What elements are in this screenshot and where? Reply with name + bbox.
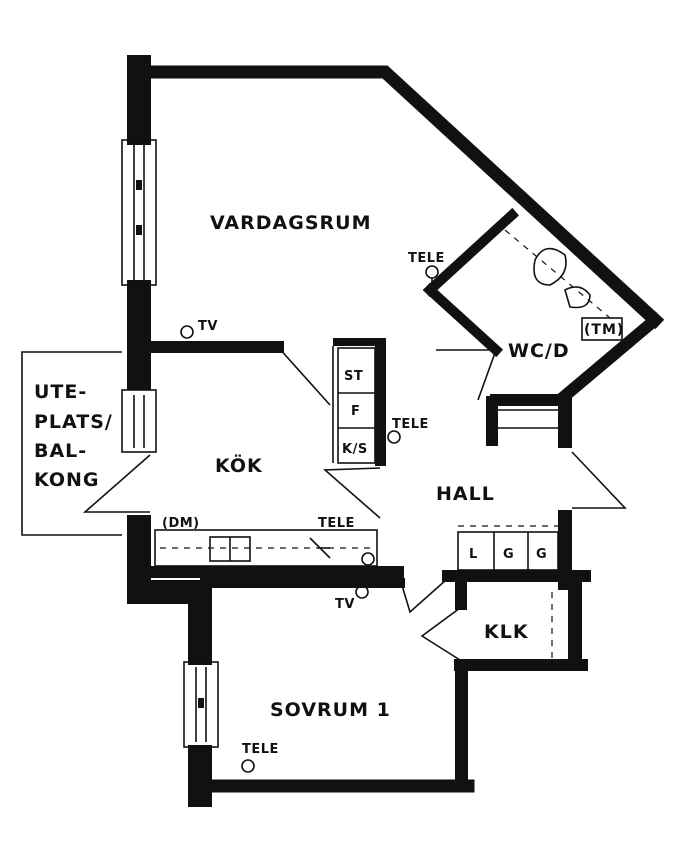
cabinet-wall xyxy=(375,338,386,466)
tv-label-living: TV xyxy=(198,319,218,334)
room-label-uteplats-1: UTE- xyxy=(34,381,87,403)
windows xyxy=(121,139,219,748)
tele-outlet-icon xyxy=(361,552,375,566)
left-wall-mid xyxy=(127,280,151,390)
fixture-g2: G xyxy=(536,547,547,562)
left-wall-bedroom-lower xyxy=(188,745,212,807)
fixture-l: L xyxy=(469,547,478,562)
outlets: TELE TV TELE TELE TV TELE xyxy=(180,251,445,773)
tv-label-bedroom: TV xyxy=(335,597,355,612)
window-bedroom xyxy=(183,661,219,748)
hall-wardrobes: L G G xyxy=(457,525,559,571)
door-kitchen-hall xyxy=(322,467,381,519)
tele-outlet-icon xyxy=(425,265,439,279)
room-label-kok: KÖK xyxy=(215,453,263,477)
room-label-sovrum: SOVRUM 1 xyxy=(270,699,391,721)
room-labels: VARDAGSRUM KÖK HALL WC/D SOVRUM 1 KLK UT… xyxy=(34,212,570,721)
fixture-st: ST xyxy=(344,369,363,384)
kitchen-counter: (DM) xyxy=(154,516,378,567)
wc-left-diagonal-2 xyxy=(422,282,504,358)
tv-outlet-icon xyxy=(180,325,194,339)
tm-label: (TM) xyxy=(584,322,624,338)
room-label-wc: WC/D xyxy=(508,340,570,362)
tele-outlet-icon xyxy=(387,430,401,444)
tm-box xyxy=(581,317,623,341)
fixture-g1: G xyxy=(503,547,514,562)
tele-label-bedroom: TELE xyxy=(242,742,279,757)
tele-label-kitchen: TELE xyxy=(392,417,429,432)
wc-fixtures: (TM) xyxy=(504,229,624,341)
wc-pillar xyxy=(486,396,498,446)
hall-pillar-right xyxy=(558,396,572,448)
wc-left-diagonal xyxy=(422,207,520,298)
doors xyxy=(82,346,627,661)
tele-outlet-icon xyxy=(241,759,255,773)
room-label-hall: HALL xyxy=(436,483,495,505)
fixture-dm: (DM) xyxy=(162,516,200,531)
tv-outlet-icon xyxy=(355,585,369,599)
left-wall-bedroom-upper xyxy=(188,580,212,665)
bath-icon xyxy=(533,247,567,286)
cabinet-top xyxy=(333,338,386,346)
kitchen-cabinets: ST F K/S xyxy=(332,346,376,464)
door-balcony xyxy=(82,454,151,513)
klk-left-wall xyxy=(455,580,467,610)
door-klk xyxy=(420,607,461,661)
room-label-klk: KLK xyxy=(484,621,529,643)
room-label-vardagsrum: VARDAGSRUM xyxy=(210,212,371,234)
door-bedroom xyxy=(397,571,456,614)
window-kitchen xyxy=(121,389,157,453)
door-wc xyxy=(436,349,498,401)
tele-label-living: TELE xyxy=(408,251,445,266)
top-wall xyxy=(138,65,665,330)
room-label-uteplats-3: BAL- xyxy=(34,440,87,462)
basin-icon xyxy=(564,286,591,309)
tele-label-counter: TELE xyxy=(318,516,355,531)
bedroom-right-wall xyxy=(455,665,468,790)
klk-right-wall xyxy=(568,576,582,671)
room-label-uteplats-4: KONG xyxy=(34,469,100,491)
walls xyxy=(127,55,665,807)
window-living xyxy=(121,139,157,286)
door-kitchen-living xyxy=(277,346,331,406)
balcony-bracket xyxy=(21,351,122,536)
door-hall-entry xyxy=(571,451,627,509)
room-label-uteplats-2: PLATS/ xyxy=(34,411,113,433)
fixture-ks: K/S xyxy=(342,442,368,457)
fixture-f: F xyxy=(351,404,360,419)
